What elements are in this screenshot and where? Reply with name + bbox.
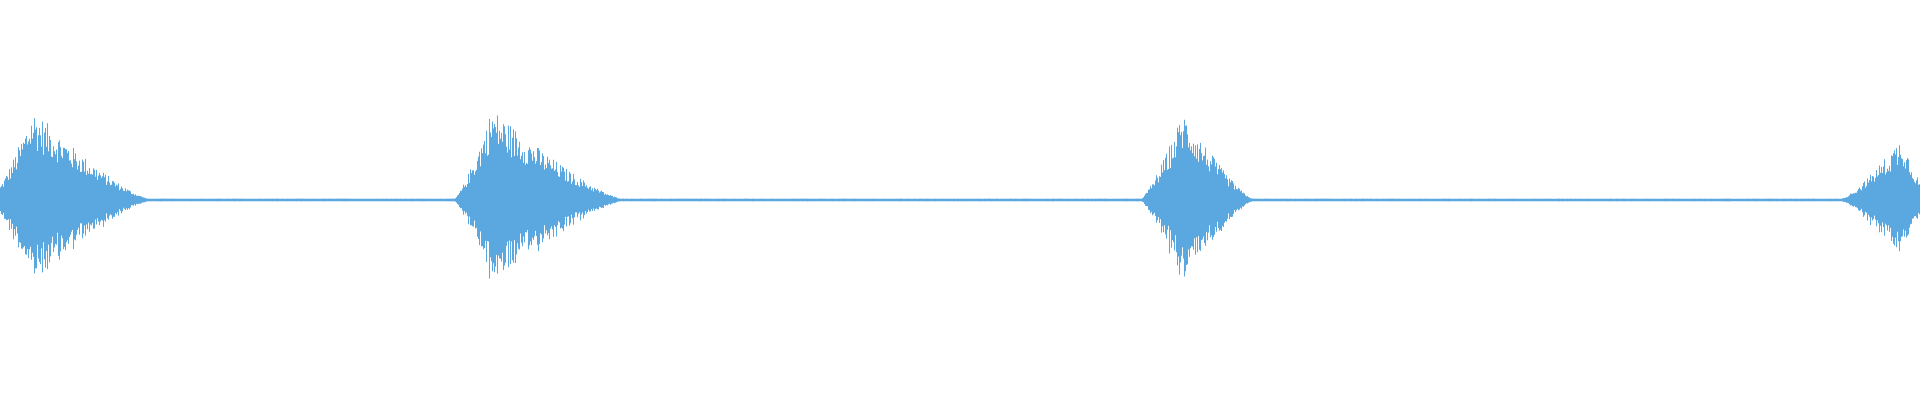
waveform-trace [0,115,1920,279]
